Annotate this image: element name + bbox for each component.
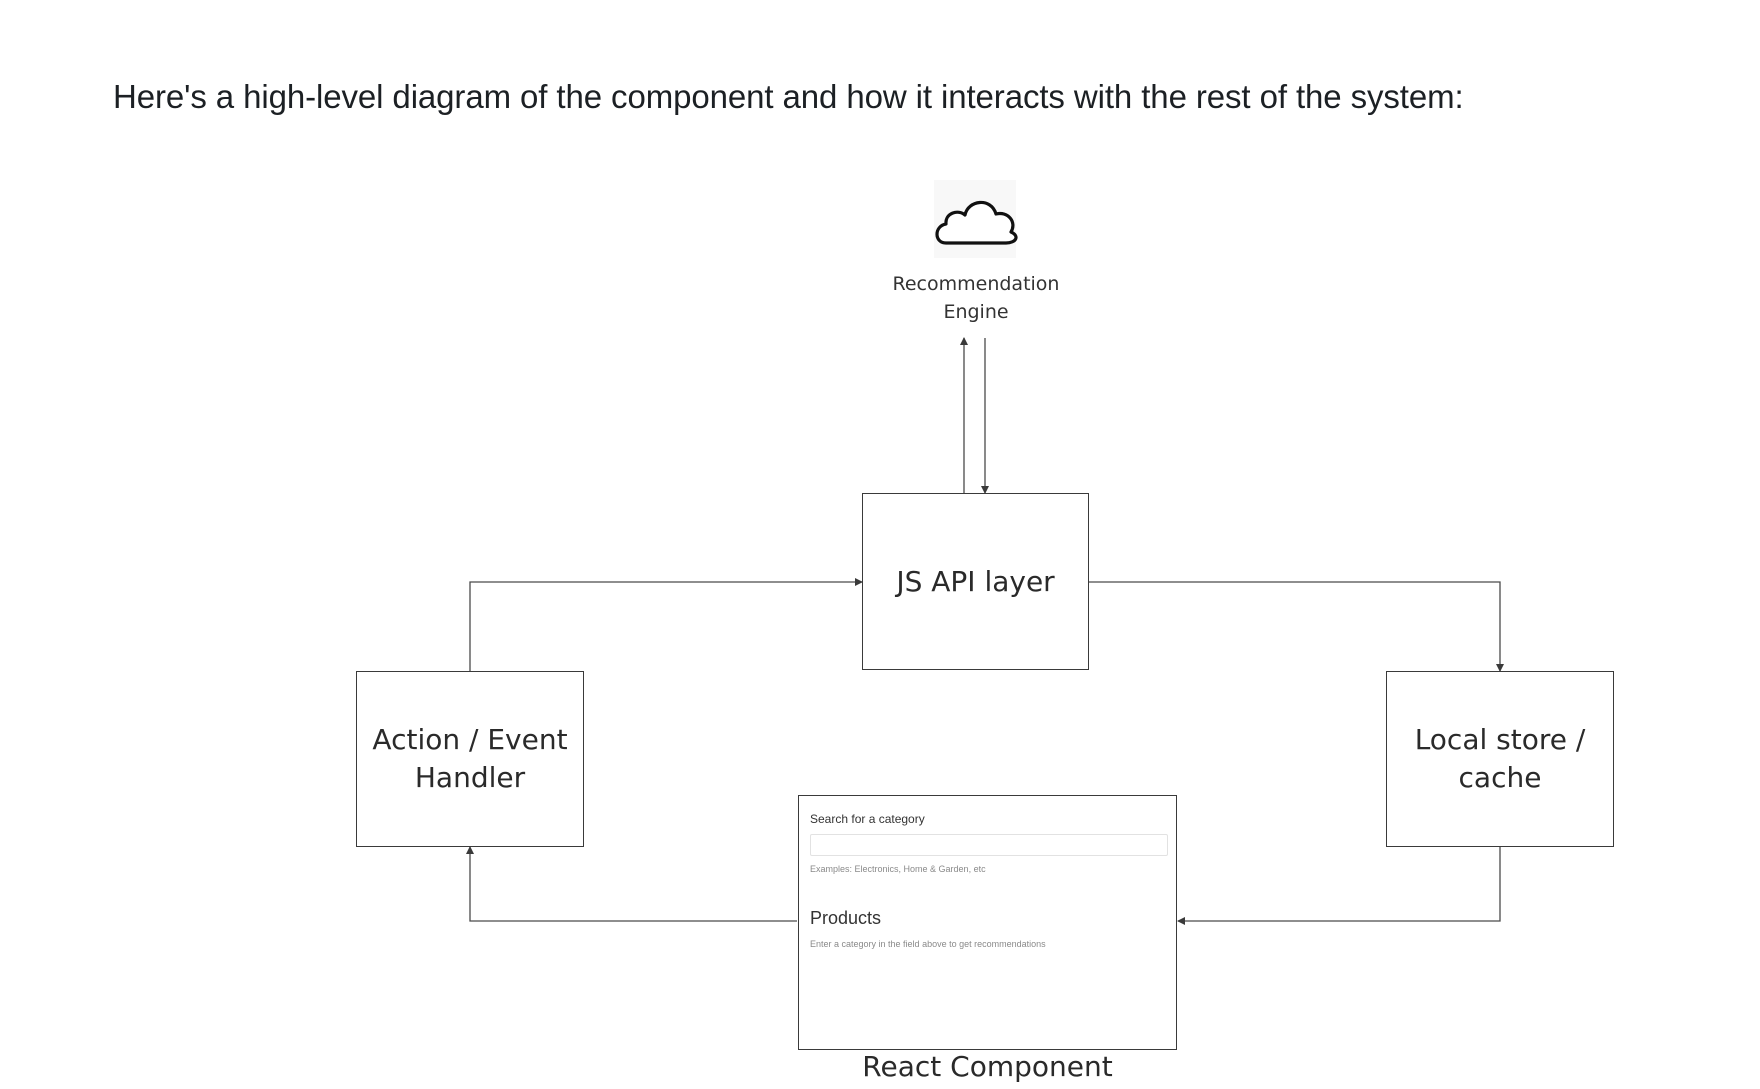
arrow-store-to-component	[1177, 846, 1501, 925]
cloud-icon	[934, 180, 1018, 258]
products-heading: Products	[810, 908, 882, 928]
local-store-cache-label: Local store / cache	[1414, 723, 1586, 794]
arrow-handler-to-api	[469, 578, 863, 671]
local-store-cache-box: Local store / cache	[1386, 671, 1614, 847]
search-category-label: Search for a category	[810, 812, 925, 826]
action-event-handler-box: Action / Event Handler	[356, 671, 584, 847]
search-category-input[interactable]	[810, 834, 1168, 856]
intro-text: Here's a high-level diagram of the compo…	[113, 78, 1464, 115]
search-hint-text: Examples: Electronics, Home & Garden, et…	[810, 864, 986, 874]
js-api-layer-box: JS API layer	[862, 493, 1089, 670]
arrow-api-to-store	[1089, 581, 1504, 672]
react-component-box: Search for a category Examples: Electron…	[798, 795, 1177, 1050]
js-api-layer-label: JS API layer	[896, 564, 1055, 598]
arrow-component-to-handler	[466, 846, 797, 922]
recommendation-engine-label: Recommendation Engine	[892, 273, 1060, 323]
products-empty-text: Enter a category in the field above to g…	[810, 939, 1046, 949]
action-event-handler-label: Action / Event Handler	[372, 723, 568, 794]
react-component-caption: React Component	[862, 1050, 1113, 1083]
